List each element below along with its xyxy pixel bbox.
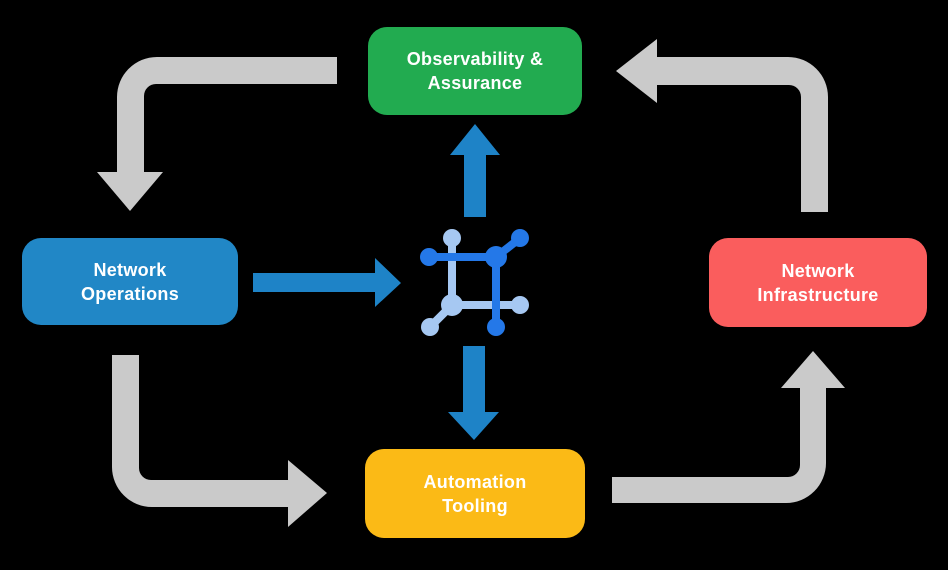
node-operations-box <box>22 238 238 325</box>
arrow-tooling-to-infrastructure <box>612 351 845 503</box>
arrow-center-to-observability <box>450 124 500 217</box>
arrow-center-to-tooling <box>448 346 499 440</box>
arrow-operations-to-tooling <box>112 355 327 527</box>
node-infrastructure-box <box>709 238 927 327</box>
network-mesh-icon <box>420 229 529 336</box>
network-mesh-icon-light-dots <box>421 229 529 336</box>
node-observability-box <box>368 27 582 115</box>
arrow-operations-to-center <box>253 258 401 307</box>
arrow-infrastructure-to-observability <box>616 39 828 212</box>
arrow-observability-to-operations <box>97 57 337 211</box>
network-mesh-icon-dark-dots <box>420 229 529 336</box>
node-tooling-box <box>365 449 585 538</box>
